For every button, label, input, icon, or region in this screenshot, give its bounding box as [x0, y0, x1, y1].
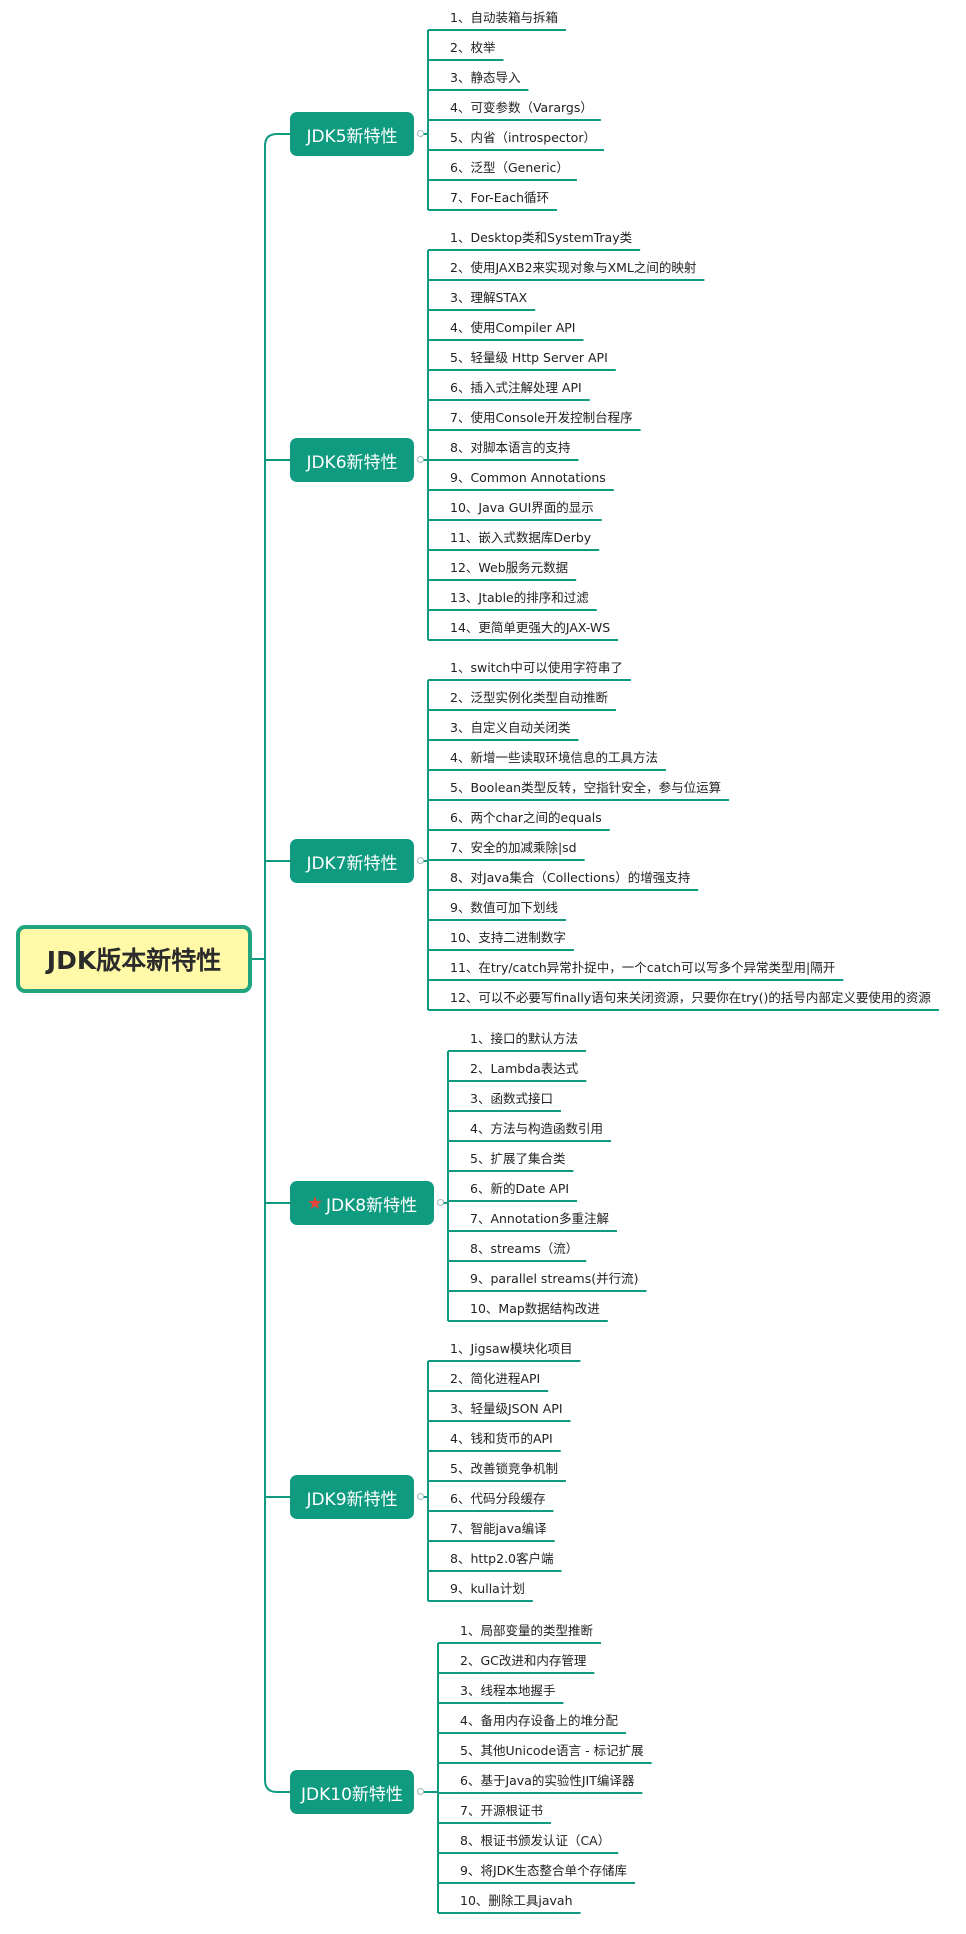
leaf-item[interactable]: 7、智能java编译: [450, 1521, 547, 1536]
leaf-item[interactable]: 12、Web服务元数据: [450, 560, 569, 575]
leaf-item[interactable]: 9、将JDK生态整合单个存储库: [460, 1863, 627, 1878]
leaf-item[interactable]: 3、轻量级JSON API: [450, 1401, 563, 1416]
leaf-item[interactable]: 8、对Java集合（Collections）的增强支持: [450, 870, 691, 885]
leaf-item[interactable]: 8、根证书颁发认证（CA）: [460, 1833, 611, 1848]
leaf-item[interactable]: 9、Common Annotations: [450, 470, 606, 485]
branch-label: JDK9新特性: [306, 1489, 398, 1510]
leaf-item[interactable]: 4、使用Compiler API: [450, 320, 576, 335]
trunk-curve-bottom: [264, 1779, 278, 1793]
leaf-item[interactable]: 6、代码分段缓存: [450, 1491, 546, 1506]
leaf-item[interactable]: 7、安全的加减乘除|sd: [450, 840, 577, 855]
collapse-toggle-icon[interactable]: [437, 1199, 444, 1206]
leaf-item[interactable]: 2、使用JAXB2来实现对象与XML之间的映射: [450, 260, 697, 275]
leaf-item[interactable]: 8、http2.0客户端: [450, 1551, 554, 1566]
collapse-toggle-icon[interactable]: [417, 130, 424, 137]
leaf-item[interactable]: 12、可以不必要写finally语句来关闭资源，只要你在try()的括号内部定义…: [450, 990, 931, 1005]
leaf-item[interactable]: 1、switch中可以使用字符串了: [450, 660, 623, 675]
leaf-item[interactable]: 1、Jigsaw模块化项目: [450, 1341, 573, 1356]
branch-node-jdk7[interactable]: JDK7新特性: [290, 839, 414, 883]
leaf-item[interactable]: 4、备用内存设备上的堆分配: [460, 1713, 618, 1728]
leaf-item[interactable]: 1、接口的默认方法: [470, 1031, 578, 1046]
leaf-item[interactable]: 7、Annotation多重注解: [470, 1211, 610, 1226]
leaf-item[interactable]: 6、两个char之间的equals: [450, 810, 602, 825]
leaf-item[interactable]: 6、基于Java的实验性JIT编译器: [460, 1773, 635, 1788]
leaf-item[interactable]: 6、新的Date API: [470, 1181, 570, 1196]
leaf-item[interactable]: 3、理解STAX: [450, 290, 528, 305]
leaf-item[interactable]: 13、Jtable的排序和过滤: [450, 590, 589, 605]
leaf-item[interactable]: 11、在try/catch异常扑捉中，一个catch可以写多个异常类型用|隔开: [450, 960, 836, 975]
collapse-toggle-icon[interactable]: [417, 1493, 424, 1500]
trunk-curve-top: [264, 133, 278, 147]
leaf-item[interactable]: 10、支持二进制数字: [450, 930, 566, 945]
leaf-item[interactable]: 11、嵌入式数据库Derby: [450, 530, 592, 545]
leaf-item[interactable]: 3、函数式接口: [470, 1091, 553, 1106]
leaf-item[interactable]: 14、更简单更强大的JAX-WS: [450, 620, 611, 635]
branch-node-jdk10[interactable]: JDK10新特性: [290, 1770, 414, 1814]
leaf-item[interactable]: 2、Lambda表达式: [470, 1061, 579, 1076]
leaf-item[interactable]: 6、泛型（Generic）: [450, 160, 569, 175]
leaf-item[interactable]: 9、kulla计划: [450, 1581, 525, 1596]
collapse-toggle-icon[interactable]: [417, 857, 424, 864]
collapse-toggle-icon[interactable]: [417, 456, 424, 463]
leaf-item[interactable]: 5、扩展了集合类: [470, 1151, 566, 1166]
branch-label: JDK5新特性: [306, 126, 398, 147]
leaf-item[interactable]: 7、开源根证书: [460, 1803, 543, 1818]
leaf-item[interactable]: 4、钱和货币的API: [450, 1431, 553, 1446]
leaf-item[interactable]: 5、改善锁竞争机制: [450, 1461, 558, 1476]
leaf-item[interactable]: 4、新增一些读取环境信息的工具方法: [450, 750, 658, 765]
leaf-item[interactable]: 10、Map数据结构改进: [470, 1301, 600, 1316]
leaf-item[interactable]: 5、其他Unicode语言 - 标记扩展: [460, 1743, 644, 1758]
branch-node-jdk9[interactable]: JDK9新特性: [290, 1475, 414, 1519]
leaf-item[interactable]: 3、自定义自动关闭类: [450, 720, 571, 735]
leaf-item[interactable]: 2、枚举: [450, 40, 496, 55]
leaf-item[interactable]: 3、线程本地握手: [460, 1683, 556, 1698]
leaf-item[interactable]: 7、使用Console开发控制台程序: [450, 410, 633, 425]
branch-label: JDK6新特性: [306, 452, 398, 473]
leaf-item[interactable]: 4、方法与构造函数引用: [470, 1121, 603, 1136]
root-node[interactable]: JDK版本新特性: [16, 925, 252, 993]
leaf-item[interactable]: 2、GC改进和内存管理: [460, 1653, 587, 1668]
leaf-item[interactable]: 4、可变参数（Varargs）: [450, 100, 593, 115]
branch-node-jdk6[interactable]: JDK6新特性: [290, 438, 414, 482]
leaf-item[interactable]: 2、泛型实例化类型自动推断: [450, 690, 608, 705]
leaf-item[interactable]: 10、Java GUI界面的显示: [450, 500, 594, 515]
leaf-item[interactable]: 8、对脚本语言的支持: [450, 440, 571, 455]
leaf-item[interactable]: 7、For-Each循环: [450, 190, 550, 205]
leaf-item[interactable]: 10、删除工具javah: [460, 1893, 573, 1908]
leaf-item[interactable]: 5、Boolean类型反转，空指针安全，参与位运算: [450, 780, 722, 795]
leaf-item[interactable]: 1、局部变量的类型推断: [460, 1623, 593, 1638]
branch-label: JDK10新特性: [301, 1784, 403, 1805]
branch-node-jdk5[interactable]: JDK5新特性: [290, 112, 414, 156]
leaf-item[interactable]: 8、streams（流）: [470, 1241, 579, 1256]
leaf-item[interactable]: 5、内省（introspector）: [450, 130, 596, 145]
collapse-toggle-icon[interactable]: [417, 1788, 424, 1795]
branch-node-jdk8[interactable]: ★JDK8新特性: [290, 1181, 434, 1225]
leaf-item[interactable]: 5、轻量级 Http Server API: [450, 350, 608, 365]
leaf-item[interactable]: 9、数值可加下划线: [450, 900, 558, 915]
leaf-item[interactable]: 3、静态导入: [450, 70, 521, 85]
branch-label: JDK7新特性: [306, 853, 398, 874]
leaf-item[interactable]: 1、Desktop类和SystemTray类: [450, 230, 633, 245]
star-icon: ★: [306, 1192, 324, 1214]
leaf-item[interactable]: 2、简化进程API: [450, 1371, 541, 1386]
branch-label: JDK8新特性: [326, 1195, 418, 1216]
leaf-item[interactable]: 9、parallel streams(并行流): [470, 1271, 639, 1286]
leaf-item[interactable]: 6、插入式注解处理 API: [450, 380, 582, 395]
leaf-item[interactable]: 1、自动装箱与拆箱: [450, 10, 558, 25]
